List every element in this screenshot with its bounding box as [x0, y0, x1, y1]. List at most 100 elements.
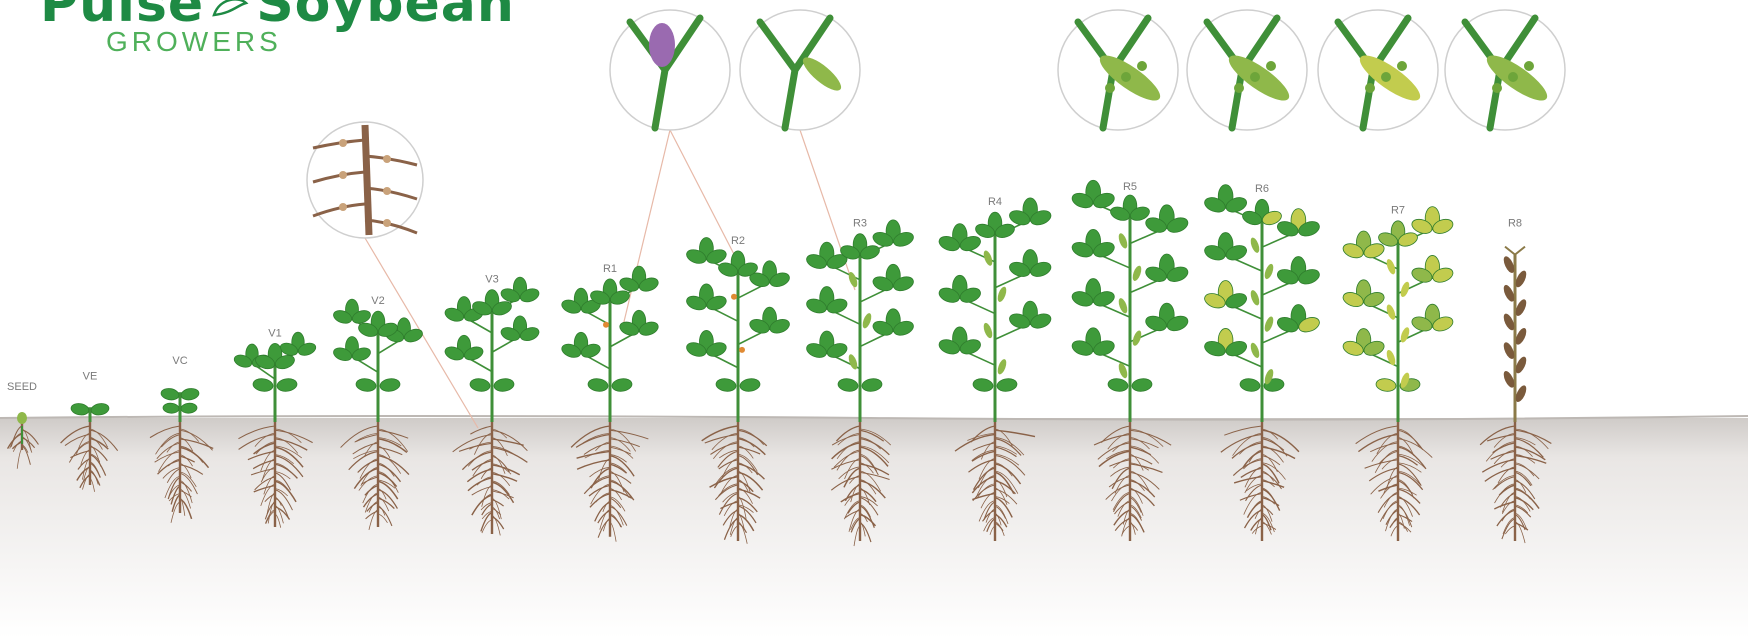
- pod: [1249, 342, 1261, 359]
- inset-flower: [610, 10, 730, 130]
- pod: [1131, 329, 1143, 346]
- leaf: [1239, 377, 1261, 392]
- leaf: [1375, 377, 1397, 392]
- plant-r3: [805, 220, 916, 422]
- inset-nodule: [383, 219, 391, 227]
- stage-label-ve: VE: [83, 370, 98, 382]
- pod: [861, 312, 873, 329]
- plant-v3: [443, 277, 541, 422]
- inset-seed: [1365, 83, 1375, 93]
- plant-r2: [685, 237, 792, 422]
- pod: [1249, 236, 1261, 253]
- plant-r1: [560, 266, 660, 422]
- leaf: [90, 402, 110, 416]
- stage-label-r1: R1: [603, 263, 617, 275]
- leaf: [160, 387, 180, 401]
- stage-label-v2: V2: [371, 295, 384, 307]
- stage-label-vc: VC: [172, 355, 187, 367]
- inset-nodule: [383, 187, 391, 195]
- inset-seed: [1137, 61, 1147, 71]
- inset-frame: [740, 10, 860, 130]
- plant-r8: [1502, 247, 1529, 422]
- inset-seed: [1508, 72, 1518, 82]
- inset-pod-dry: [1445, 10, 1565, 130]
- inset-flower: [649, 23, 675, 67]
- inset-nodule: [339, 203, 347, 211]
- leaf: [739, 377, 761, 392]
- plants-layer: [17, 180, 1528, 444]
- seed: [17, 412, 27, 424]
- plant-v2: [332, 299, 424, 422]
- inset-seed: [1397, 61, 1407, 71]
- stage-label-v3: V3: [485, 274, 498, 286]
- leaf: [252, 377, 274, 392]
- plant-r7: [1341, 207, 1455, 422]
- leaf: [180, 387, 200, 401]
- stage-label-r5: R5: [1123, 181, 1137, 193]
- inset-seed: [1524, 61, 1534, 71]
- inset-small-pod: [740, 10, 860, 130]
- inset-nodule: [339, 139, 347, 147]
- plant-r4: [937, 198, 1053, 422]
- stage-label-r3: R3: [853, 218, 867, 230]
- pod: [982, 322, 994, 339]
- pod: [982, 249, 994, 266]
- stage-label-r2: R2: [731, 235, 745, 247]
- pod: [1385, 258, 1397, 275]
- flower-bud: [731, 294, 737, 300]
- pod: [996, 358, 1008, 375]
- inset-seed: [1121, 72, 1131, 82]
- plant-r6: [1203, 185, 1322, 422]
- inset-pod-seeds: [1058, 10, 1178, 130]
- inset-seed: [1266, 61, 1276, 71]
- leaf: [163, 403, 180, 414]
- stage-label-r8: R8: [1508, 218, 1522, 230]
- pod: [1263, 315, 1275, 332]
- inset-seed: [1234, 83, 1244, 93]
- leaf: [493, 377, 515, 392]
- detail-insets: [307, 10, 1565, 238]
- inset-seed: [1492, 83, 1502, 93]
- inset-seed: [1381, 72, 1391, 82]
- leaf: [972, 377, 994, 392]
- leaf: [837, 377, 859, 392]
- stage-label-r4: R4: [988, 196, 1002, 208]
- pod: [1249, 289, 1261, 306]
- stage-label-seed: SEED: [7, 381, 37, 393]
- leaf: [587, 377, 609, 392]
- connector-flower: [622, 130, 670, 330]
- inset-nodule: [383, 155, 391, 163]
- plant-r5: [1070, 180, 1190, 422]
- leaf: [715, 377, 737, 392]
- inset-nodule: [339, 171, 347, 179]
- pod: [1117, 232, 1129, 249]
- pod: [1263, 263, 1275, 280]
- inset-pod-full: [1187, 10, 1307, 130]
- leaf: [181, 403, 198, 414]
- leaf: [276, 377, 298, 392]
- leaf: [469, 377, 491, 392]
- pod: [1399, 281, 1411, 298]
- stage-label-v1: V1: [268, 327, 281, 339]
- leaf: [861, 377, 883, 392]
- leaf: [611, 377, 633, 392]
- inset-seed: [1250, 72, 1260, 82]
- leaf: [996, 377, 1018, 392]
- soil-band: [0, 418, 1748, 638]
- inset-nodules: [307, 122, 423, 238]
- inset-seed: [1105, 83, 1115, 93]
- inset-root: [365, 125, 369, 235]
- flower-bud: [603, 322, 609, 328]
- flower-bud: [739, 347, 745, 353]
- leaf: [355, 377, 377, 392]
- pod: [1131, 265, 1143, 282]
- inset-pod-yellow: [1318, 10, 1438, 130]
- leaf: [1131, 377, 1153, 392]
- stage-label-r7: R7: [1391, 205, 1405, 217]
- leaf: [379, 377, 401, 392]
- plant-v1: [233, 332, 318, 422]
- stage-label-r6: R6: [1255, 183, 1269, 195]
- leaf: [70, 402, 90, 416]
- pod: [996, 286, 1008, 303]
